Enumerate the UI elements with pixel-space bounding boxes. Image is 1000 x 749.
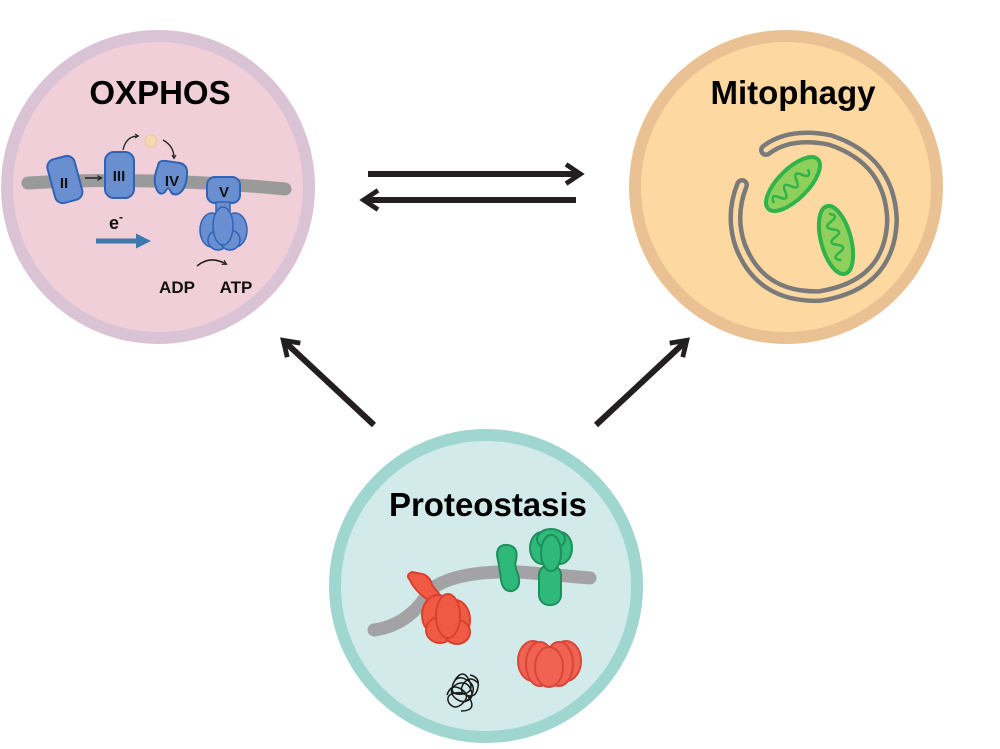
complex-iii bbox=[104, 151, 135, 199]
oxphos-title: OXPHOS bbox=[89, 74, 230, 111]
phagophore bbox=[728, 130, 900, 304]
complex-iv bbox=[153, 159, 189, 196]
complex-iii-label: III bbox=[113, 168, 126, 185]
complex-v-label: V bbox=[219, 184, 229, 201]
folded-protein-small bbox=[495, 543, 521, 593]
electron-superscript: - bbox=[119, 210, 123, 224]
protein-aggregate bbox=[446, 673, 480, 712]
adp-label: ADP bbox=[159, 278, 195, 297]
complex-v bbox=[199, 176, 248, 251]
mitophagy-node: Mitophagy bbox=[629, 30, 943, 344]
arrow-proteostasis-to-mitophagy bbox=[593, 337, 690, 428]
mitochondrion-2 bbox=[816, 203, 856, 277]
curved-arrow-to-complex-iv bbox=[162, 139, 177, 160]
curved-arrow-to-cytc bbox=[122, 133, 140, 151]
mitophagy-title: Mitophagy bbox=[711, 74, 877, 111]
complex-ii bbox=[46, 154, 84, 205]
atp-label: ATP bbox=[220, 278, 253, 297]
cytochrome-c bbox=[144, 134, 158, 148]
electron-label: e- bbox=[109, 210, 123, 233]
folded-protein-complex bbox=[517, 640, 582, 688]
oxphos-node: OXPHOS II III IV V e- bbox=[1, 30, 315, 344]
proteostasis-title: Proteostasis bbox=[389, 486, 587, 523]
complex-ii-label: II bbox=[60, 175, 68, 192]
complex-iv-label: IV bbox=[165, 173, 179, 190]
folded-membrane-protein bbox=[529, 528, 573, 606]
proteostasis-circle bbox=[329, 429, 643, 743]
adp-atp-arrow bbox=[196, 259, 228, 267]
misfolded-membrane-protein bbox=[406, 570, 471, 645]
proteostasis-node: Proteostasis bbox=[329, 429, 643, 743]
mitochondrion-1 bbox=[764, 155, 822, 213]
arrow-proteostasis-to-oxphos bbox=[280, 337, 377, 428]
